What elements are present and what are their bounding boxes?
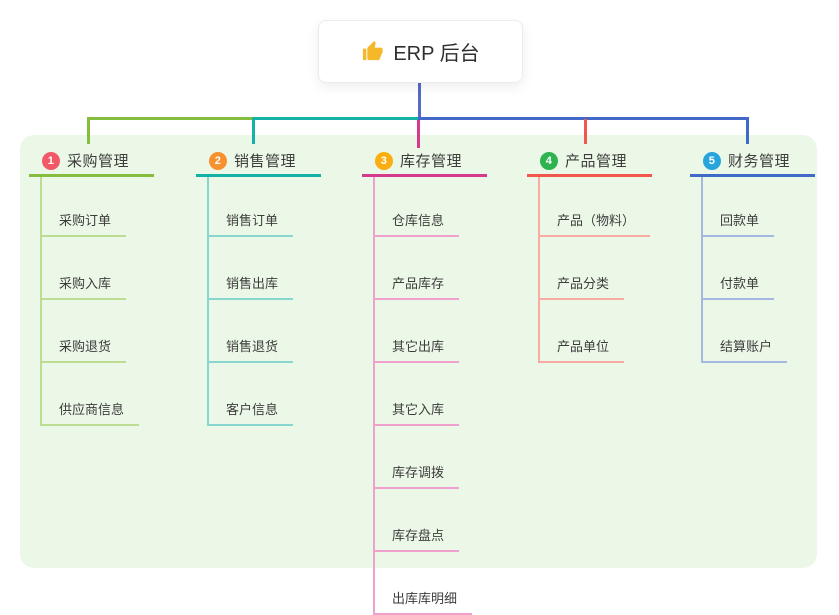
node-payment-bill[interactable]: 付款单 (703, 237, 775, 300)
node-sales-return[interactable]: 销售退货 (209, 300, 294, 363)
node-purchase-return[interactable]: 采购退货 (42, 300, 127, 363)
node-purchase-order[interactable]: 采购订单 (42, 177, 127, 237)
node-other-inbound[interactable]: 其它入库 (375, 363, 460, 426)
branch-label: 库存管理 (400, 153, 463, 170)
branch-badge-3: 3 (375, 151, 393, 170)
branch-finance: 5 财务管理 回款单 付款单 结算账户 (690, 147, 815, 363)
node-receipt-bill[interactable]: 回款单 (703, 177, 775, 237)
branch-drop-line-4 (584, 119, 587, 144)
node-sales-outbound[interactable]: 销售出库 (209, 237, 294, 300)
branch-header-product[interactable]: 4 产品管理 (527, 147, 652, 177)
branch-label: 采购管理 (67, 153, 130, 170)
branch-badge-5: 5 (703, 151, 721, 170)
branch-header-inventory[interactable]: 3 库存管理 (362, 147, 487, 177)
branch-badge-1: 1 (42, 151, 60, 170)
node-outbound-detail[interactable]: 出库库明细 (375, 552, 473, 615)
branch-children: 采购订单 采购入库 采购退货 供应商信息 (40, 177, 154, 426)
node-product-stock[interactable]: 产品库存 (375, 237, 460, 300)
branch-label: 财务管理 (728, 153, 791, 170)
branch-drop-line-2 (252, 119, 255, 144)
node-product-category[interactable]: 产品分类 (540, 237, 625, 300)
root-node-erp[interactable]: ERP 后台 (318, 20, 523, 83)
branch-children: 销售订单 销售出库 销售退货 客户信息 (207, 177, 321, 426)
connector-segment-blue (418, 117, 749, 120)
branch-drop-line-5 (746, 119, 749, 144)
branch-product: 4 产品管理 产品（物料） 产品分类 产品单位 (527, 147, 652, 363)
branch-badge-2: 2 (209, 151, 227, 170)
node-sales-order[interactable]: 销售订单 (209, 177, 294, 237)
root-title: ERP 后台 (393, 43, 480, 65)
root-connector-line (418, 81, 421, 119)
branch-header-sales[interactable]: 2 销售管理 (196, 147, 321, 177)
branch-header-purchase[interactable]: 1 采购管理 (29, 147, 154, 177)
node-product-material[interactable]: 产品（物料） (540, 177, 651, 237)
branch-header-finance[interactable]: 5 财务管理 (690, 147, 815, 177)
branch-children: 产品（物料） 产品分类 产品单位 (538, 177, 652, 363)
branch-purchase: 1 采购管理 采购订单 采购入库 采购退货 供应商信息 (29, 147, 154, 426)
connector-segment-green (87, 117, 253, 120)
branch-children: 仓库信息 产品库存 其它出库 其它入库 库存调拨 库存盘点 出库库明细 (373, 177, 487, 615)
connector-segment-teal (252, 117, 419, 120)
branch-drop-line-3 (417, 120, 420, 148)
branch-inventory: 3 库存管理 仓库信息 产品库存 其它出库 其它入库 库存调拨 库存盘点 出库库… (362, 147, 487, 615)
mindmap-panel (20, 135, 817, 568)
node-stock-check[interactable]: 库存盘点 (375, 489, 460, 552)
node-product-unit[interactable]: 产品单位 (540, 300, 625, 363)
node-supplier-info[interactable]: 供应商信息 (42, 363, 140, 426)
node-purchase-inbound[interactable]: 采购入库 (42, 237, 127, 300)
thumbs-up-icon (361, 40, 384, 63)
node-settlement-account[interactable]: 结算账户 (703, 300, 788, 363)
node-other-outbound[interactable]: 其它出库 (375, 300, 460, 363)
branch-label: 销售管理 (234, 153, 297, 170)
branch-label: 产品管理 (565, 153, 628, 170)
branch-badge-4: 4 (540, 151, 558, 170)
branch-drop-line-1 (87, 119, 90, 144)
node-warehouse-info[interactable]: 仓库信息 (375, 177, 460, 237)
branch-sales: 2 销售管理 销售订单 销售出库 销售退货 客户信息 (196, 147, 321, 426)
branch-children: 回款单 付款单 结算账户 (701, 177, 815, 363)
node-stock-transfer[interactable]: 库存调拨 (375, 426, 460, 489)
node-customer-info[interactable]: 客户信息 (209, 363, 294, 426)
